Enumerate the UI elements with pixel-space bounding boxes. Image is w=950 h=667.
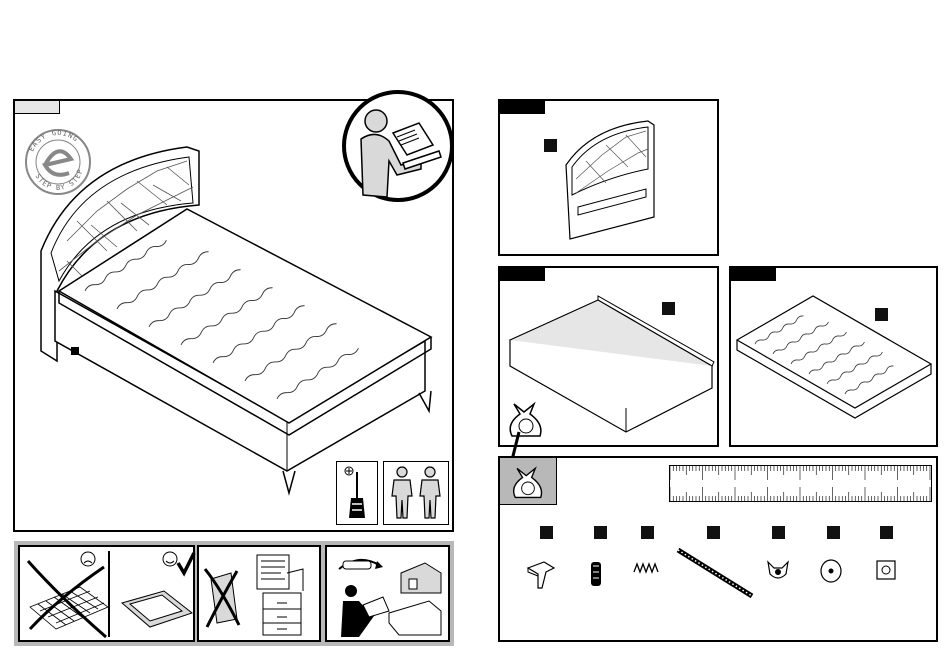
headboard-panel	[498, 99, 719, 256]
threaded-rod-icon	[674, 546, 758, 602]
tip-no-disposal	[197, 545, 321, 642]
bed-illustration	[37, 141, 437, 501]
spring-icon	[632, 558, 662, 578]
two-persons-icon	[386, 464, 446, 522]
base-panel	[498, 266, 719, 447]
part-marker-peg	[594, 526, 607, 539]
part-marker-leg	[540, 526, 553, 539]
main-panel: EASY GOING STEP BY STEP	[13, 99, 454, 532]
part-marker-washer	[827, 526, 840, 539]
mattress-panel-tab	[730, 267, 776, 281]
hardware-bag-small-icon	[508, 462, 548, 502]
tips-strip	[14, 541, 454, 646]
contact-support-icon	[329, 549, 449, 639]
tip-divider	[108, 551, 110, 637]
leg-icon	[524, 558, 560, 594]
headboard-panel-tab	[499, 100, 545, 114]
screwdriver-icon	[343, 464, 371, 522]
part-marker-wing-nut	[772, 526, 785, 539]
square-washer-icon	[874, 558, 898, 582]
part-marker-spring	[641, 526, 654, 539]
main-panel-tab	[14, 100, 60, 114]
no-hard-surface-icon	[20, 547, 112, 640]
wing-nut-icon	[766, 558, 790, 584]
use-soft-surface-icon	[114, 547, 194, 640]
headboard-icon	[562, 117, 662, 241]
no-disposal-icon	[201, 549, 319, 639]
washer-icon	[818, 558, 844, 584]
part-marker-rod	[707, 526, 720, 539]
hardware-panel	[498, 456, 938, 642]
tip-surface	[18, 545, 195, 642]
two-persons-box	[383, 461, 449, 525]
screwdriver-box	[336, 461, 378, 525]
headboard-part-marker	[544, 139, 557, 152]
peg-icon	[588, 558, 604, 590]
base-panel-tab	[499, 267, 545, 281]
ruler-icon	[669, 465, 933, 503]
hardware-bag-box	[499, 457, 557, 505]
tip-contact	[325, 545, 450, 642]
mattress-icon	[735, 294, 935, 422]
mattress-panel	[729, 266, 938, 447]
part-marker-square-washer	[880, 526, 893, 539]
